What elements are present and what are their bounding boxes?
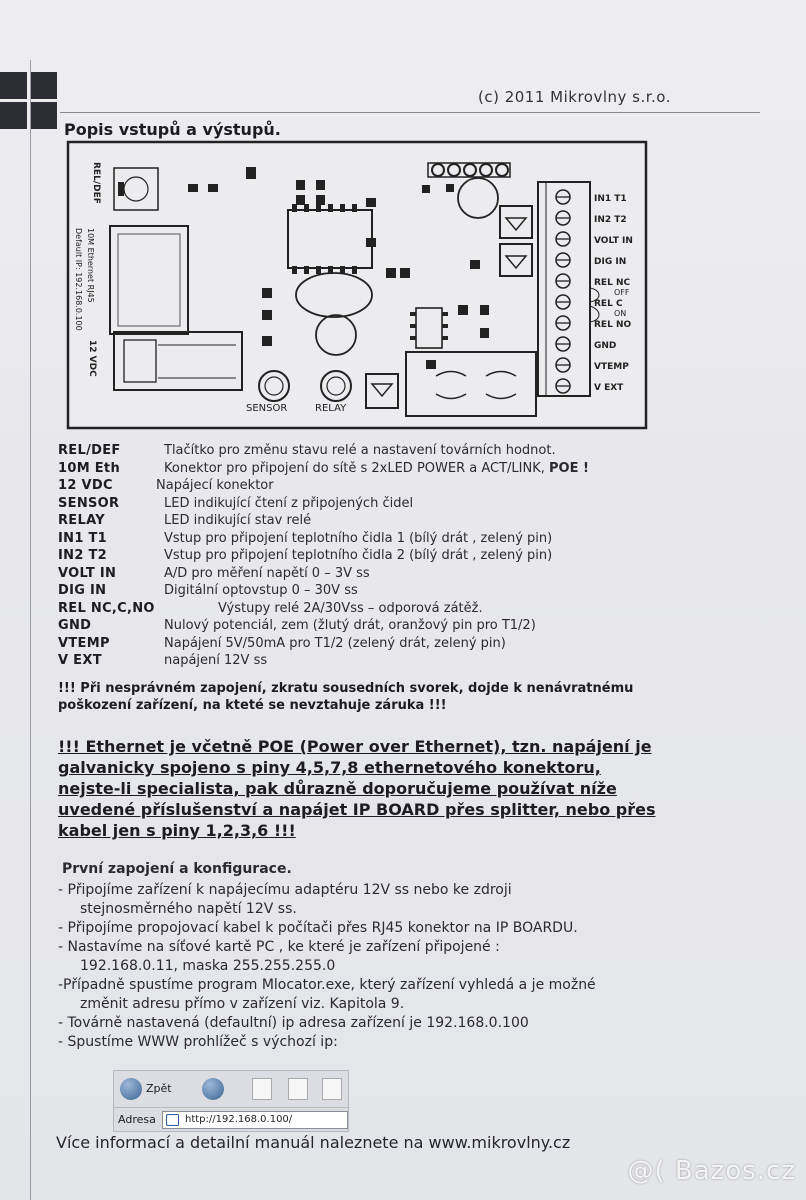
browser-screenshot: Zpět Adresa http://192.168.0.100/ bbox=[113, 1070, 350, 1132]
config-line: stejnosměrného napětí 12V ss. bbox=[80, 901, 297, 917]
warning-text: !!! Při nesprávném zapojení, zkratu sous… bbox=[58, 681, 634, 713]
config-line: - Připojíme zařízení k napájecímu adapté… bbox=[58, 882, 512, 898]
address-field: http://192.168.0.100/ bbox=[162, 1111, 348, 1129]
config-line: - Připojíme propojovací kabel k počítači… bbox=[58, 920, 578, 936]
terminal-label: GND bbox=[594, 341, 616, 351]
terminal-label: REL C bbox=[594, 299, 623, 309]
stop-icon bbox=[252, 1078, 272, 1100]
page-icon bbox=[166, 1114, 179, 1126]
address-url: http://192.168.0.100/ bbox=[185, 1114, 293, 1125]
footer-text: Více informací a detailní manuál nalezne… bbox=[56, 1133, 571, 1152]
watermark: @( Bazos.cz bbox=[627, 1156, 796, 1186]
config-title: První zapojení a konfigurace. bbox=[62, 861, 292, 877]
terminal-label: DIG IN bbox=[594, 257, 626, 267]
relay-state-off: OFF bbox=[614, 288, 630, 297]
terminal-label: VTEMP bbox=[594, 362, 629, 372]
back-arrow-icon bbox=[120, 1078, 142, 1100]
relay-state-on: ON bbox=[614, 309, 626, 318]
terminal-label: VOLT IN bbox=[594, 236, 633, 246]
address-bar: Adresa http://192.168.0.100/ bbox=[114, 1107, 350, 1131]
copyright-text: (c) 2011 Mikrovlny s.r.o. bbox=[478, 88, 671, 106]
board-label-ethernet: 10M Ethernet RJ45 bbox=[86, 228, 95, 303]
terminal-label: IN2 T2 bbox=[594, 215, 627, 225]
browser-toolbar: Zpět bbox=[114, 1071, 350, 1105]
led-relay-label: RELAY bbox=[315, 403, 347, 414]
terminal-label: IN1 T1 bbox=[594, 194, 627, 204]
config-line: - Továrně nastavená (defaultní) ip adres… bbox=[58, 1015, 529, 1031]
terminal-label: V EXT bbox=[594, 383, 624, 393]
forward-arrow-icon bbox=[202, 1078, 224, 1100]
terminal-label: REL NO bbox=[594, 320, 631, 330]
config-line: - Nastavíme na síťové kartě PC , ke kter… bbox=[58, 939, 500, 955]
refresh-icon bbox=[288, 1078, 308, 1100]
config-section: První zapojení a konfigurace. - Připojím… bbox=[58, 860, 758, 1052]
poe-notice: !!! Ethernet je včetně POE (Power over E… bbox=[58, 737, 656, 840]
board-label-power: 12 VDC bbox=[87, 340, 97, 377]
led-sensor-label: SENSOR bbox=[246, 403, 287, 414]
section-title: Popis vstupů a výstupů. bbox=[64, 120, 281, 139]
config-line: - Spustíme WWW prohlížeč s výchozí ip: bbox=[58, 1034, 338, 1050]
config-line: změnit adresu přímo v zařízení viz. Kapi… bbox=[80, 996, 405, 1012]
fold-line bbox=[30, 60, 31, 1200]
board-label-default-ip: Default IP: 192.168.0.100 bbox=[74, 228, 83, 331]
header-rule bbox=[60, 112, 760, 113]
home-icon bbox=[322, 1078, 342, 1100]
back-label: Zpět bbox=[146, 1082, 172, 1095]
board-diagram: REL/DEF 10M Ethernet RJ45 Default IP: 19… bbox=[66, 140, 648, 430]
config-line: -Případně spustíme program Mlocator.exe,… bbox=[58, 977, 596, 993]
board-label-reldef: REL/DEF bbox=[91, 162, 101, 204]
config-line: 192.168.0.11, maska 255.255.255.0 bbox=[80, 958, 336, 974]
corner-registration-mark bbox=[0, 72, 58, 130]
address-label: Adresa bbox=[118, 1113, 156, 1126]
terminal-label: REL NC bbox=[594, 278, 630, 288]
